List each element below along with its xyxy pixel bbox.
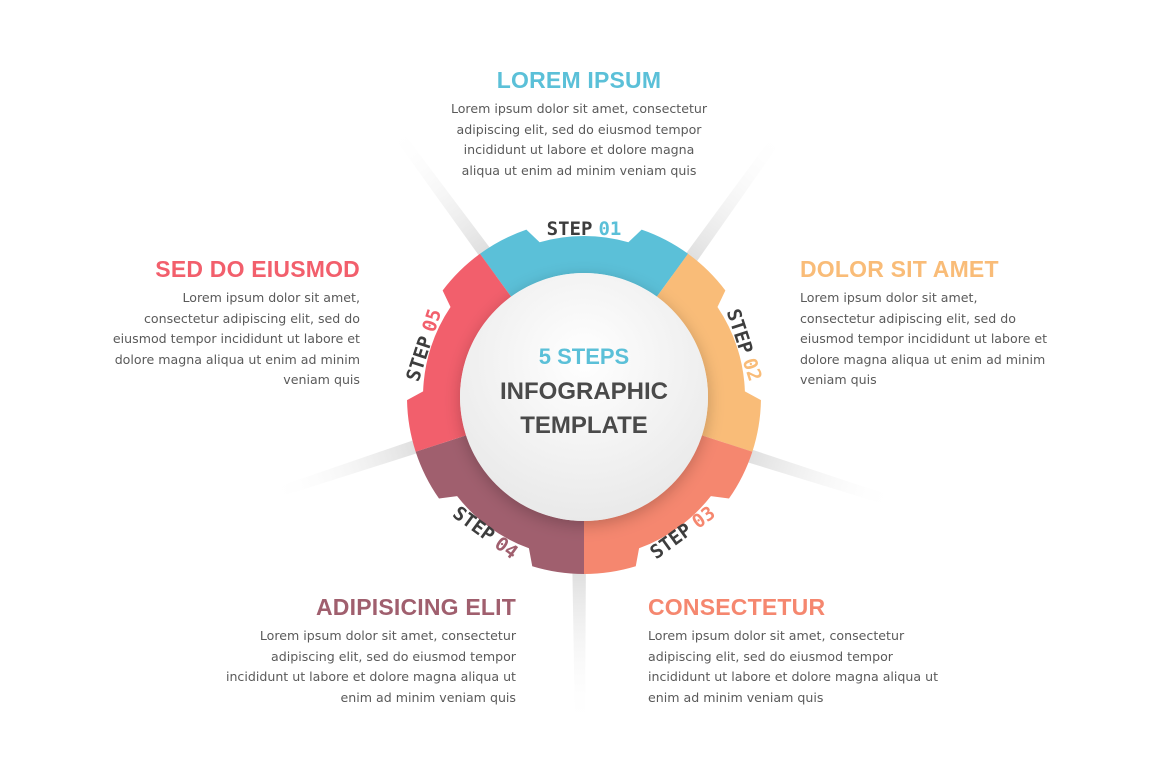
ring-segment-step-05 bbox=[407, 253, 512, 452]
description-line: Lorem ipsum dolor sit amet, consectetur bbox=[648, 628, 905, 643]
description-line: veniam quis bbox=[283, 372, 360, 387]
step-title: SED DO EIUSMOD bbox=[155, 256, 360, 282]
description-line: Lorem ipsum dolor sit amet, consectetur bbox=[259, 628, 516, 643]
step-title: CONSECTETUR bbox=[648, 594, 826, 620]
description-line: incididunt ut labore et dolore magna ali… bbox=[225, 669, 516, 684]
description-line: Lorem ipsum dolor sit amet, bbox=[182, 290, 361, 305]
divider-ray bbox=[572, 547, 586, 727]
center-circle bbox=[460, 273, 708, 521]
center-subtitle: 5 STEPS bbox=[538, 344, 630, 369]
step-02-text-block: DOLOR SIT AMET Lorem ipsum dolor sit amet… bbox=[800, 255, 1060, 391]
step-04-text-block: ADIPISICING ELIT Lorem ipsum dolor sit am… bbox=[216, 593, 516, 708]
description-line: aliqua ut enim ad minim veniam quis bbox=[461, 162, 697, 178]
step-title: ADIPISICING ELIT bbox=[316, 594, 516, 620]
center-title-line1: INFOGRAPHIC bbox=[500, 378, 668, 405]
description-line: adipiscing elit, sed do eiusmod tempor bbox=[648, 648, 893, 664]
description-line: eiusmod tempor incididunt ut labore et bbox=[112, 331, 360, 346]
step-title: LOREM IPSUM bbox=[496, 67, 662, 93]
description-line: adipiscing elit, sed do eiusmod tempor bbox=[456, 121, 702, 137]
description-line: dolore magna aliqua ut enim ad minim bbox=[800, 351, 1046, 367]
step-01-text-block: LOREM IPSUM Lorem ipsum dolor sit amet, c… bbox=[440, 66, 718, 181]
description-line: Lorem ipsum dolor sit amet, consectetur bbox=[450, 101, 708, 116]
divider-ray bbox=[722, 441, 899, 508]
step-word: STEP bbox=[547, 218, 593, 240]
step-05-text-block: SED DO EIUSMOD Lorem ipsum dolor sit amet… bbox=[100, 255, 360, 391]
description-line: adipiscing elit, sed do eiusmod tempor bbox=[271, 648, 516, 664]
description-line: veniam quis bbox=[800, 372, 877, 387]
description-line: enim ad minim veniam quis bbox=[340, 689, 516, 705]
step-03-text-block: CONSECTETUR Lorem ipsum dolor sit amet, c… bbox=[648, 593, 948, 708]
description-line: consectetur adipiscing elit, sed do bbox=[144, 310, 360, 326]
description-line: consectetur adipiscing elit, sed do bbox=[800, 310, 1016, 326]
step-number: 01 bbox=[598, 218, 621, 240]
divider-ray bbox=[267, 431, 442, 500]
step-title: DOLOR SIT AMET bbox=[800, 256, 999, 282]
ring-segment-step-02 bbox=[656, 253, 761, 452]
ring-segments bbox=[407, 229, 761, 574]
ring-segment-step-01 bbox=[479, 229, 689, 297]
ring-segment-step-03 bbox=[584, 435, 753, 574]
ring-segment-step-04 bbox=[415, 435, 584, 574]
divider-rays bbox=[267, 124, 899, 727]
description-line: Lorem ipsum dolor sit amet, bbox=[800, 290, 978, 305]
description-line: dolore magna aliqua ut enim ad minim bbox=[114, 351, 360, 367]
divider-ray bbox=[670, 129, 786, 283]
center-title-line2: TEMPLATE bbox=[520, 412, 648, 439]
description-line: enim ad minim veniam quis bbox=[648, 689, 824, 705]
description-line: eiusmod tempor incididunt ut labore et bbox=[800, 331, 1048, 346]
divider-ray bbox=[389, 124, 506, 277]
description-line: incididunt ut labore et dolore magna ali… bbox=[648, 669, 939, 684]
description-line: incididunt ut labore et dolore magna bbox=[463, 142, 695, 157]
